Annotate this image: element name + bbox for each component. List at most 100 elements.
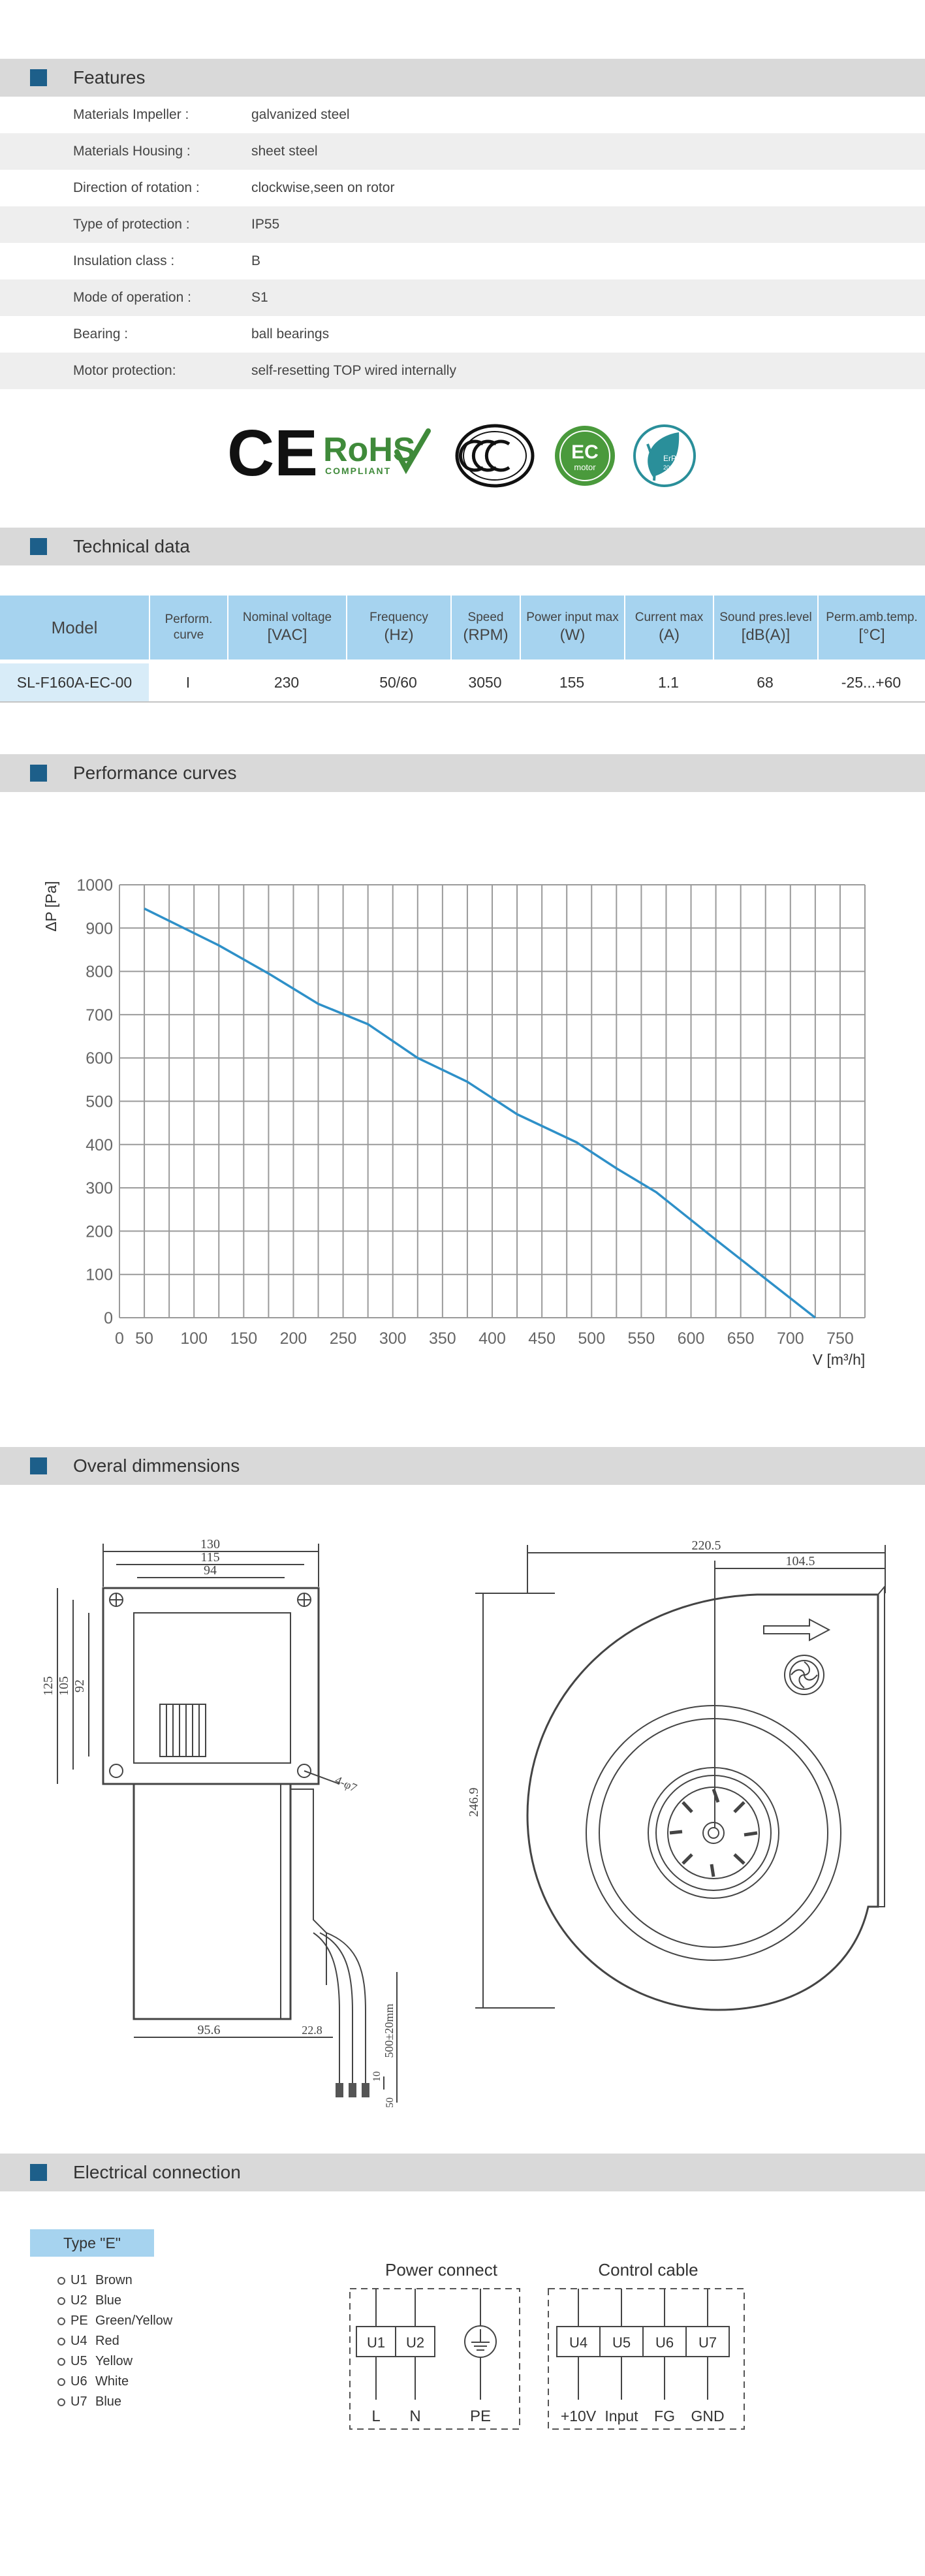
x-tick-label: 350 [429, 1329, 456, 1348]
terminal-function: GND [691, 2408, 724, 2425]
section-title: Overal dimmensions [73, 1455, 240, 1476]
feature-value: S1 [251, 290, 268, 305]
terminal-label: U1 [367, 2334, 385, 2351]
terminal-function: L [371, 2408, 380, 2425]
column-header: Model [51, 618, 98, 637]
power-connect-block: Power connect U1 U2 L N PE [349, 2260, 520, 2430]
feature-row: Insulation class : B [0, 243, 925, 279]
dim-text: 94 [204, 1563, 217, 1578]
x-axis-label: V [m³/h] [813, 1351, 866, 1368]
feature-label: Bearing : [73, 326, 129, 342]
chart-grid [119, 884, 866, 1318]
x-tick-label: 250 [330, 1329, 357, 1348]
x-tick-label: 100 [180, 1329, 208, 1348]
certification-logos: CE RoHS COMPLIANT EC motor ErP 2015 [227, 418, 696, 490]
section-bar-features: Features [0, 59, 925, 97]
terminal-function: Input [604, 2408, 638, 2425]
power-connect-title: Power connect [385, 2260, 498, 2280]
feature-value: self-resetting TOP wired internally [251, 363, 456, 378]
dim-text: 95.6 [198, 2023, 221, 2037]
x-tick-label: 700 [777, 1329, 804, 1348]
x-tick-label: 600 [678, 1329, 705, 1348]
table-cell: 1.1 [658, 674, 679, 691]
table-cell: -25...+60 [841, 674, 901, 691]
front-view-drawing: 130 115 94 125 105 92 4-φ7 [41, 1537, 398, 2108]
section-title: Electrical connection [73, 2162, 241, 2182]
table-cell: 155 [559, 674, 585, 691]
y-tick-label: 600 [86, 1049, 113, 1068]
ground-icon [464, 2325, 497, 2358]
svg-text:motor: motor [574, 462, 596, 472]
x-tick-label: 550 [628, 1329, 655, 1348]
column-header: Power input max(W) [520, 596, 624, 660]
terminal-function: FG [654, 2408, 675, 2425]
x-tick-label: 650 [727, 1329, 755, 1348]
series-line [144, 907, 816, 1319]
section-bar-dimensions: Overal dimmensions [0, 1447, 925, 1485]
x-tick-label: 50 [135, 1329, 153, 1348]
svg-text:ErP: ErP [663, 454, 676, 463]
rohs-logo-icon: RoHS COMPLIANT [323, 428, 431, 476]
feature-value: B [251, 253, 261, 268]
y-tick-label: 200 [86, 1222, 113, 1241]
section-bar-electrical: Electrical connection [0, 2154, 925, 2191]
column-header: Nominal voltage[VAC] [227, 596, 346, 660]
dim-text: 125 [41, 1676, 55, 1696]
svg-text:EC: EC [571, 441, 599, 463]
section-title: Performance curves [73, 763, 237, 783]
x-tick-label: 150 [230, 1329, 257, 1348]
ec-motor-logo-icon: EC motor [555, 426, 615, 486]
feature-row: Type of protection : IP55 [0, 206, 925, 243]
section-marker [30, 69, 47, 86]
feature-row: Direction of rotation : clockwise,seen o… [0, 170, 925, 206]
column-header: Current max(A) [624, 596, 713, 660]
svg-text:2015: 2015 [663, 464, 676, 471]
dim-text: 246.9 [467, 1788, 481, 1817]
column-header: Frequency(Hz) [346, 596, 450, 660]
section-marker [30, 765, 47, 782]
dim-text: 105 [57, 1676, 71, 1696]
terminal-label: U2 [406, 2334, 424, 2351]
terminal-label: U4 [569, 2334, 588, 2351]
table-row: SL-F160A-EC-00 I 230 50/60 3050 155 1.1 … [0, 663, 925, 703]
terminal-label: U5 [612, 2334, 631, 2351]
dim-text: 4-φ7 [333, 1773, 359, 1794]
dim-text: 115 [200, 1550, 219, 1565]
column-header: Perform.curve [149, 596, 227, 660]
y-tick-label: 300 [86, 1179, 113, 1198]
feature-value: IP55 [251, 217, 280, 232]
y-tick-label: 1000 [76, 876, 113, 895]
wiring-diagram: Power connect U1 U2 L N PE Control cable [349, 2260, 745, 2430]
feature-label: Insulation class : [73, 253, 175, 268]
dimension-drawings: 130 115 94 125 105 92 4-φ7 [41, 1537, 886, 2108]
x-tick-label: 500 [578, 1329, 605, 1348]
dim-text: 104.5 [786, 1554, 815, 1568]
section-bar-performance: Performance curves [0, 754, 925, 792]
dim-text: 130 [200, 1537, 220, 1551]
table-cell-model: SL-F160A-EC-00 [0, 663, 149, 701]
dim-text: 50 [384, 2097, 396, 2108]
table-cell: 50/60 [379, 674, 417, 691]
column-header: Speed(RPM) [450, 596, 520, 660]
svg-text:CE: CE [227, 418, 318, 490]
chart-series [144, 907, 816, 1319]
y-tick-label: 100 [86, 1266, 113, 1284]
feature-row: Mode of operation : S1 [0, 279, 925, 316]
y-tick-label: 800 [86, 963, 113, 981]
terminal-function: +10V [561, 2408, 597, 2425]
side-view-drawing: 220.5 104.5 246.9 [467, 1538, 886, 2011]
terminal-label: U7 [698, 2334, 717, 2351]
y-tick-label: 500 [86, 1093, 113, 1111]
section-marker [30, 1457, 47, 1474]
y-tick-label: 0 [104, 1309, 113, 1328]
dim-text: 500±20mm [383, 2004, 396, 2058]
section-marker [30, 538, 47, 555]
table-cell: I [185, 674, 191, 691]
y-tick-label: 700 [86, 1006, 113, 1025]
